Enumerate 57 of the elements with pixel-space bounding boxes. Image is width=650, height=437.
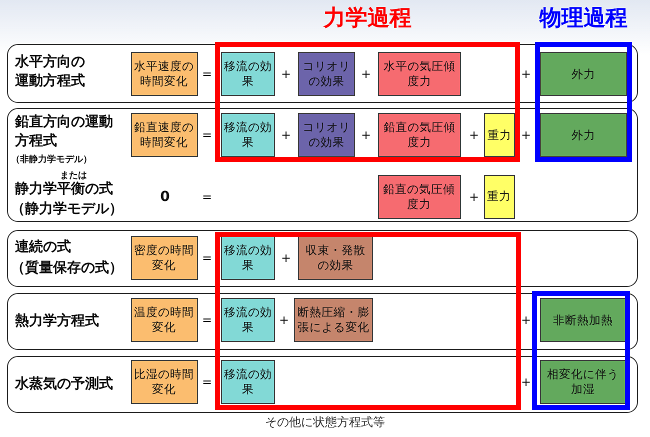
plus-sign: +: [468, 128, 480, 142]
pressure-gradient-box: 鉛直の気圧傾度力: [378, 174, 460, 218]
equation-name: 連続の式: [15, 238, 71, 257]
plus-sign: +: [280, 128, 292, 142]
plus-sign: +: [520, 128, 532, 142]
equals-sign: =: [202, 190, 212, 204]
physics-term-box: 相変化に伴う加湿: [540, 360, 626, 404]
physics-term-box: 外力: [540, 113, 627, 157]
model-note: （非静力学モデル）: [11, 154, 92, 166]
advection-box: 移流の効果: [221, 52, 275, 96]
equals-sign: =: [202, 375, 212, 389]
group-frame: [215, 232, 521, 410]
plus-sign: +: [360, 67, 372, 81]
group-heading: 物理過程: [538, 5, 628, 33]
zero-value: 0: [160, 189, 170, 205]
plus-sign: +: [468, 190, 480, 204]
pressure-gradient-box: 鉛直の気圧傾度力: [378, 113, 461, 157]
plus-sign: +: [278, 313, 290, 327]
time-change-box: 比湿の時間変化: [130, 360, 198, 404]
equals-sign: =: [202, 128, 212, 142]
gravity-box: 重力: [484, 113, 515, 157]
time-change-box: 水平速度の時間変化: [130, 52, 198, 96]
physics-term-box: 非断熱加熱: [540, 298, 626, 342]
equation-name: 水平方向の運動方程式: [15, 53, 86, 91]
group-frame: [532, 291, 630, 410]
plus-sign: +: [520, 67, 532, 81]
term-box: 断熱圧縮・膨張による変化: [294, 298, 373, 342]
equation-name: 熱力学方程式: [15, 312, 99, 331]
equation-name: 水蒸気の予測式: [15, 375, 113, 394]
plus-sign: +: [360, 128, 372, 142]
term-box: 収束・発散の効果: [298, 236, 373, 280]
advection-box: 移流の効果: [221, 298, 275, 342]
advection-box: 移流の効果: [221, 360, 275, 404]
equation-name: 静力学平衡の式: [15, 180, 113, 199]
time-change-box: 温度の時間変化: [130, 298, 198, 342]
time-change-box: 密度の時間変化: [130, 236, 198, 280]
equals-sign: =: [202, 313, 212, 327]
equation-note: （質量保存の式）: [11, 259, 123, 278]
group-heading: 力学過程: [322, 5, 412, 33]
advection-box: 移流の効果: [221, 113, 275, 157]
equation-name: 鉛直方向の運動方程式: [15, 113, 114, 151]
caption: その他に状態方程式等: [264, 414, 386, 431]
equals-sign: =: [202, 251, 212, 265]
coriolis-box: コリオリの効果: [298, 113, 355, 157]
equals-sign: =: [202, 67, 212, 81]
model-note: （静力学モデル）: [11, 200, 123, 219]
plus-sign: +: [520, 375, 532, 389]
pressure-gradient-box: 水平の気圧傾度力: [378, 52, 461, 96]
gravity-box: 重力: [484, 174, 514, 218]
coriolis-box: コリオリの効果: [298, 52, 355, 96]
plus-sign: +: [280, 251, 292, 265]
advection-box: 移流の効果: [221, 236, 275, 280]
physics-term-box: 外力: [540, 52, 627, 96]
time-change-box: 鉛直速度の時間変化: [130, 112, 198, 156]
plus-sign: +: [520, 313, 532, 327]
plus-sign: +: [280, 67, 292, 81]
or-note: または: [60, 170, 87, 182]
